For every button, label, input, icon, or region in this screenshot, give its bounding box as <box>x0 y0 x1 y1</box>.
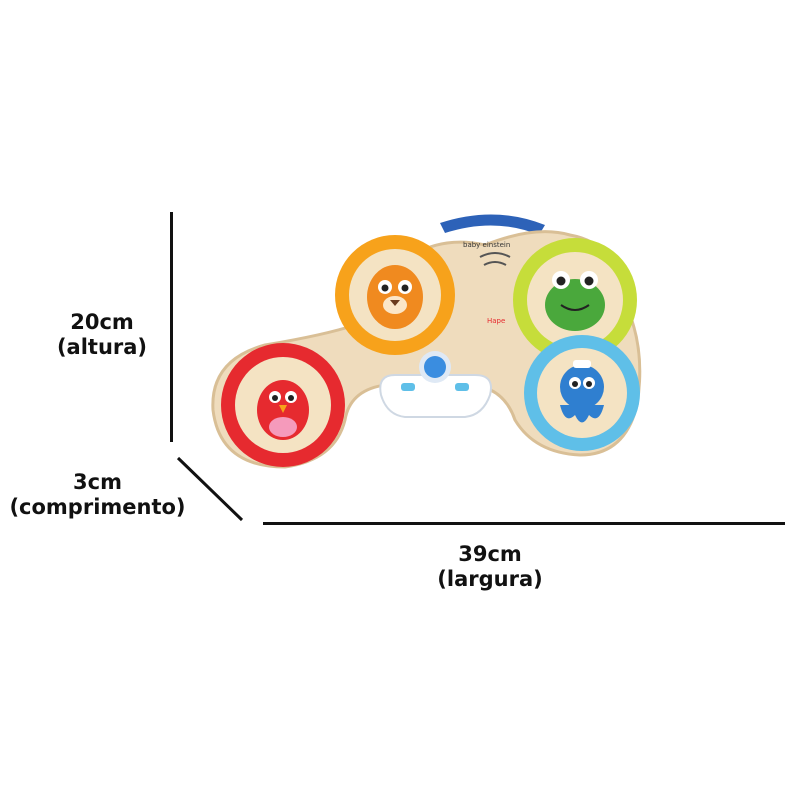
power-button <box>424 356 446 378</box>
pad-red-bird <box>221 343 345 467</box>
height-dimension-line <box>170 212 173 442</box>
width-caption: (largura) <box>437 567 543 591</box>
height-label: 20cm (altura) <box>42 310 162 360</box>
pad-blue-octopus <box>524 335 640 451</box>
handle <box>440 214 545 235</box>
depth-value: 3cm <box>73 470 122 494</box>
depth-caption: (comprimento) <box>9 495 186 519</box>
mode-switch <box>455 383 469 391</box>
pad-green-frog <box>513 238 637 362</box>
depth-dimension-line <box>176 456 244 522</box>
pad-orange-tiger <box>335 235 455 355</box>
speaker-waves-icon <box>479 252 511 266</box>
width-dimension-line <box>263 522 785 525</box>
volume-switch <box>401 383 415 391</box>
maker-logo-text: Hape <box>487 317 505 325</box>
width-value: 39cm <box>458 542 522 566</box>
height-caption: (altura) <box>56 335 148 359</box>
control-panel <box>379 351 492 418</box>
magic-touch-drum-toy: baby einstein Hape <box>211 214 642 469</box>
width-label: 39cm (largura) <box>425 542 555 592</box>
depth-label: 3cm (comprimento) <box>0 470 195 520</box>
height-value: 20cm <box>70 310 134 334</box>
brand-logo-text: baby einstein <box>463 241 510 249</box>
